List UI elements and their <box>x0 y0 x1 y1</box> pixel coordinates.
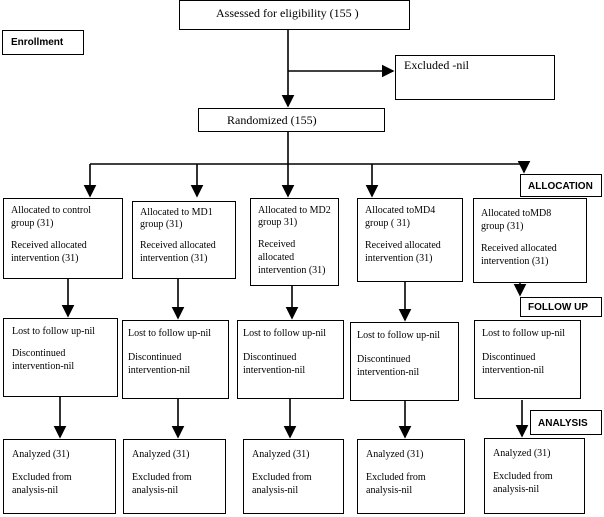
disc-line: Discontinued <box>128 352 182 363</box>
received-line: Received allocated <box>11 240 87 251</box>
disc-line: intervention-nil <box>243 365 306 376</box>
randomized-text: Randomized (155) <box>227 113 317 127</box>
allocation-box-md2: Allocated to MD2 group 31) Received allo… <box>250 198 339 286</box>
analyzed-line: Analyzed (31) <box>132 449 190 460</box>
alloc-line: group ( 31) <box>365 218 410 229</box>
lost-line: Lost to follow up-nil <box>243 328 327 339</box>
received-line: intervention (31) <box>481 256 549 267</box>
disc-line: intervention-nil <box>357 367 420 378</box>
alloc-line: Allocated to MD2 <box>258 205 331 216</box>
excluded-line: analysis-nil <box>12 485 59 496</box>
disc-line: Discontinued <box>12 348 66 359</box>
analysis-box-md1: Analyzed (31) Excluded from analysis-nil <box>123 439 226 514</box>
analysis-box-md8: Analyzed (31) Excluded from analysis-nil <box>484 438 585 514</box>
analyzed-line: Analyzed (31) <box>366 449 424 460</box>
disc-line: Discontinued <box>482 352 536 363</box>
lost-line: Lost to follow up-nil <box>128 328 212 339</box>
alloc-line: group 31) <box>258 217 298 228</box>
alloc-line: Allocated to MD1 <box>140 207 213 218</box>
excluded-line: analysis-nil <box>132 485 179 496</box>
analysis-stage-label: ANALYSIS <box>530 410 602 435</box>
received-line: intervention (31) <box>140 253 208 264</box>
follow-up-stage-label: FOLLOW UP <box>520 297 602 317</box>
disc-line: Discontinued <box>357 354 411 365</box>
disc-line: intervention-nil <box>482 365 545 376</box>
received-line: allocated <box>258 252 295 263</box>
alloc-line: Allocated to control <box>11 205 91 216</box>
excluded-line: Excluded from <box>493 471 553 482</box>
alloc-line: Allocated toMD4 <box>365 205 436 216</box>
followup-box-md4: Lost to follow up-nil Discontinued inter… <box>350 322 459 401</box>
allocation-stage-label: ALLOCATION <box>520 174 602 197</box>
received-line: Received allocated <box>365 240 441 251</box>
randomized-box: Randomized (155) <box>198 108 385 132</box>
disc-line: intervention-nil <box>128 365 191 376</box>
disc-line: intervention-nil <box>12 361 75 372</box>
analysis-box-md4: Analyzed (31) Excluded from analysis-nil <box>357 439 465 514</box>
allocation-box-control: Allocated to control group (31) Received… <box>3 198 123 279</box>
received-line: intervention (31) <box>11 253 79 264</box>
lost-line: Lost to follow up-nil <box>12 326 96 337</box>
followup-box-md8: Lost to follow up-nil Discontinued inter… <box>474 320 581 399</box>
analysis-box-md2: Analyzed (31) Excluded from analysis-nil <box>243 439 344 514</box>
enrollment-box: Enrollment <box>2 30 84 55</box>
received-line: Received <box>258 239 296 250</box>
allocation-box-md1: Allocated to MD1 group (31) Received all… <box>132 201 236 279</box>
analyzed-line: Analyzed (31) <box>493 448 551 459</box>
received-line: intervention (31) <box>258 265 326 276</box>
analyzed-line: Analyzed (31) <box>252 449 310 460</box>
excluded-line: Excluded from <box>132 472 192 483</box>
eligibility-text: Assessed for eligibility (155 ) <box>216 6 359 20</box>
enrollment-label: Enrollment <box>11 37 64 48</box>
alloc-line: group (31) <box>481 221 524 232</box>
analyzed-line: Analyzed (31) <box>12 449 70 460</box>
eligibility-box: Assessed for eligibility (155 ) <box>179 0 410 30</box>
alloc-line: group (31) <box>140 219 183 230</box>
excluded-line: Excluded from <box>12 472 72 483</box>
received-line: Received allocated <box>140 240 216 251</box>
received-line: Received allocated <box>481 243 557 254</box>
excluded-line: analysis-nil <box>252 485 299 496</box>
excluded-line: analysis-nil <box>366 485 413 496</box>
excluded-line: Excluded from <box>252 472 312 483</box>
alloc-line: group (31) <box>11 218 54 229</box>
excluded-line: Excluded from <box>366 472 426 483</box>
analysis-box-control: Analyzed (31) Excluded from analysis-nil <box>3 439 116 514</box>
disc-line: Discontinued <box>243 352 297 363</box>
excluded-text: Excluded -nil <box>404 58 469 72</box>
allocation-box-md4: Allocated toMD4 group ( 31) Received all… <box>357 198 463 282</box>
alloc-line: Allocated toMD8 <box>481 208 552 219</box>
followup-box-md2: Lost to follow up-nil Discontinued inter… <box>237 320 344 399</box>
allocation-box-md8: Allocated toMD8 group (31) Received allo… <box>473 198 587 283</box>
lost-line: Lost to follow up-nil <box>482 328 566 339</box>
followup-box-md1: Lost to follow up-nil Discontinued inter… <box>122 320 229 399</box>
lost-line: Lost to follow up-nil <box>357 330 441 341</box>
excluded-line: analysis-nil <box>493 484 540 495</box>
followup-box-control: Lost to follow up-nil Discontinued inter… <box>3 318 118 397</box>
received-line: intervention (31) <box>365 253 433 264</box>
excluded-box: Excluded -nil <box>395 55 555 100</box>
